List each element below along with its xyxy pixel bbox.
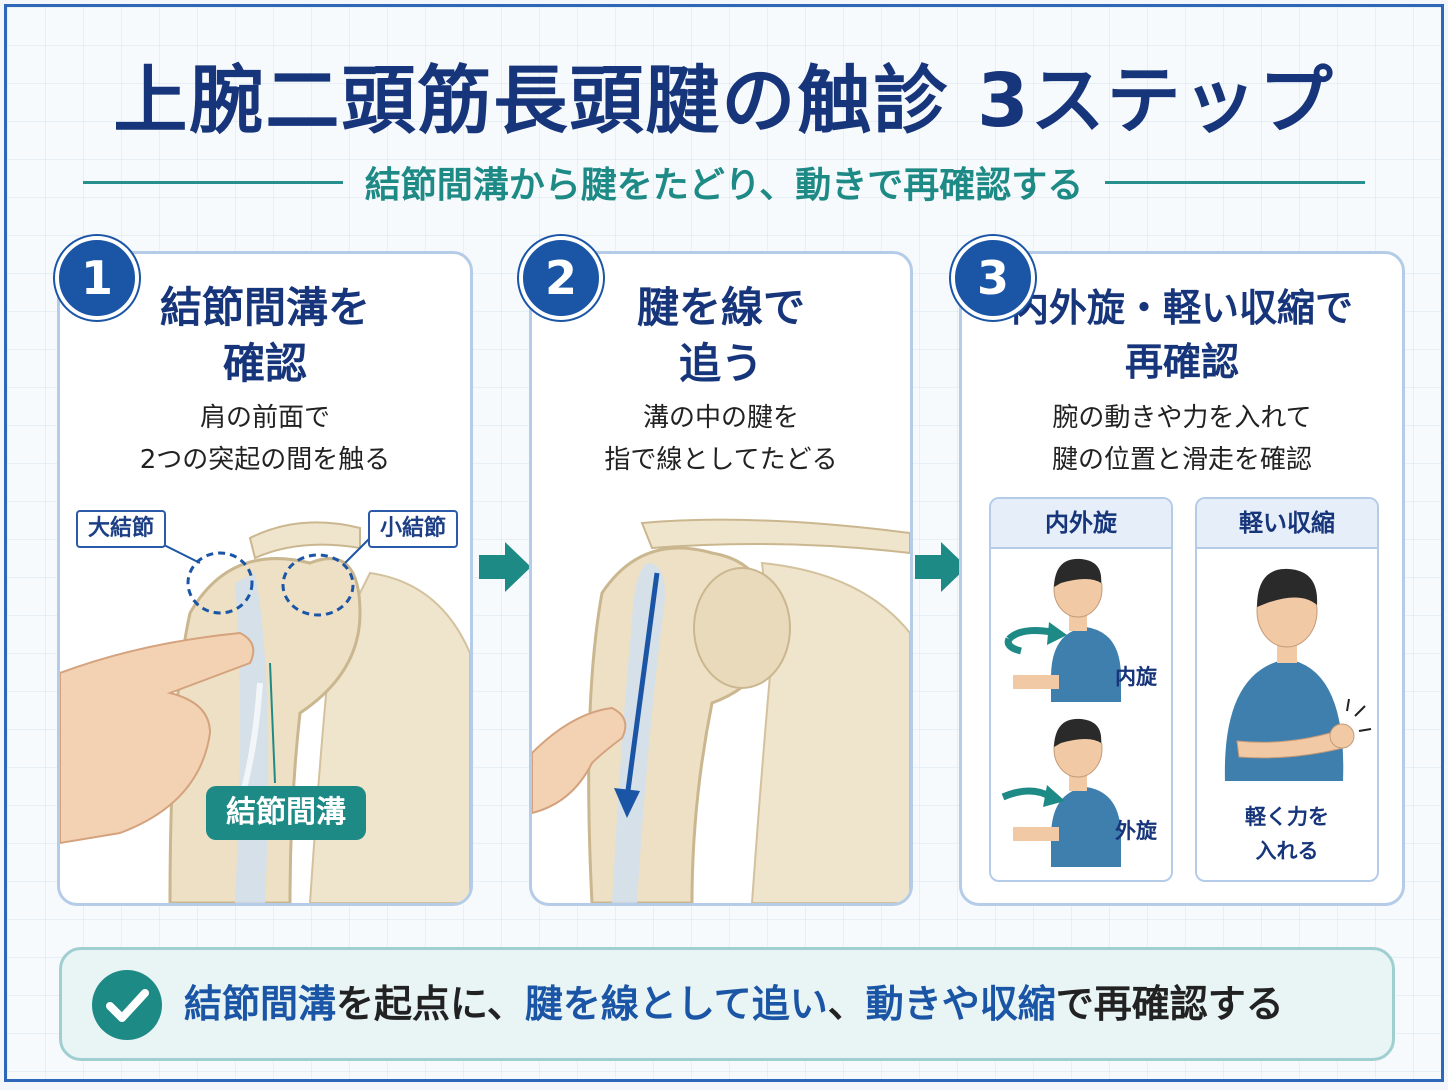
- internal-rotation-figure: [1004, 558, 1121, 702]
- step-3-desc-line1: 腕の動きや力を入れて: [1052, 403, 1312, 433]
- rotation-heading: 内外旋: [991, 499, 1171, 549]
- infographic-page: 上腕二頭筋長頭腱の触診 3ステップ 結節間溝から腱をたどり、動きで再確認する 1…: [4, 4, 1444, 1082]
- contraction-caption-line2: 入れる: [1255, 839, 1319, 863]
- step-1-desc-line2: 2つの突起の間を触る: [139, 445, 391, 475]
- external-rotation-figure: [1001, 718, 1121, 867]
- contraction-heading: 軽い収縮: [1197, 499, 1377, 549]
- page-title: 上腕二頭筋長頭腱の触診 3ステップ: [113, 58, 1335, 144]
- subtitle-row: 結節間溝から腱をたどり、動きで再確認する: [83, 157, 1365, 207]
- step-3-badge: 3: [951, 236, 1035, 320]
- shoulder-bone-illustration-2: [532, 518, 910, 903]
- step-1-badge: 1: [55, 236, 139, 320]
- step-2-title-line1: 腱を線で: [636, 283, 805, 332]
- step-2-desc-line1: 溝の中の腱を: [642, 403, 799, 433]
- step-3-desc-line2: 腱の位置と滑走を確認: [1051, 445, 1312, 475]
- summary-part6: で再確認する: [1055, 982, 1284, 1026]
- contraction-figure: [1224, 568, 1372, 781]
- lesser-tubercle-circle: [281, 553, 355, 617]
- summary-part1: 結節間溝: [184, 982, 337, 1026]
- groove-label: 結節間溝: [206, 786, 366, 840]
- step-1-title-line1: 結節間溝を: [159, 283, 370, 332]
- page-subtitle: 結節間溝から腱をたどり、動きで再確認する: [364, 165, 1084, 206]
- step-2-desc-line2: 指で線としてたどる: [604, 445, 838, 475]
- summary-part5: 動きや収縮: [865, 982, 1056, 1026]
- contraction-caption-line1: 軽く力を: [1245, 805, 1329, 829]
- step-2-card: 腱を線で 追う 溝の中の腱を 指で線としてたどる: [529, 251, 913, 906]
- step-3-title-line1: 内外旋・軽い収縮で: [1010, 286, 1353, 330]
- check-icon: [92, 970, 162, 1040]
- step-2-badge: 2: [519, 236, 603, 320]
- external-rotation-label: 外旋: [1115, 819, 1157, 843]
- summary-part2: を起点に、: [336, 982, 525, 1026]
- step-1-desc-line1: 肩の前面で: [199, 403, 330, 433]
- rotation-panel: 内外旋 内旋 外旋: [989, 497, 1173, 882]
- subtitle-rule-left: [83, 180, 343, 184]
- arrow-right-icon: [479, 542, 531, 592]
- summary-banner: 結節間溝を起点に、腱を線として追い、動きや収縮で再確認する: [59, 947, 1395, 1061]
- lesser-tubercle-label: 小結節: [368, 510, 459, 548]
- step-3-title-line2: 再確認: [1124, 340, 1239, 384]
- step-1-card: 結節間溝を 確認 肩の前面で 2つの突起の間を触る 大結節 小結節 結節間溝: [57, 251, 473, 906]
- greater-tubercle-circle: [186, 551, 254, 615]
- summary-part3: 腱を線として追い: [524, 982, 828, 1026]
- internal-rotation-label: 内旋: [1115, 665, 1157, 689]
- shoulder-bone-illustration-1: [60, 521, 470, 903]
- step-1-title-line2: 確認: [222, 339, 307, 388]
- greater-tubercle-label: 大結節: [76, 510, 167, 548]
- rotation-figures: [1001, 558, 1121, 867]
- summary-text: 結節間溝を起点に、腱を線として追い、動きや収縮で再確認する: [184, 950, 1284, 1058]
- step-2-title-line2: 追う: [678, 339, 763, 388]
- summary-part4: 、: [827, 982, 866, 1026]
- contraction-panel: 軽い収縮 軽く力を 入れる: [1195, 497, 1379, 882]
- arrow-right-icon-2: [915, 542, 967, 592]
- subtitle-rule-right: [1105, 180, 1365, 184]
